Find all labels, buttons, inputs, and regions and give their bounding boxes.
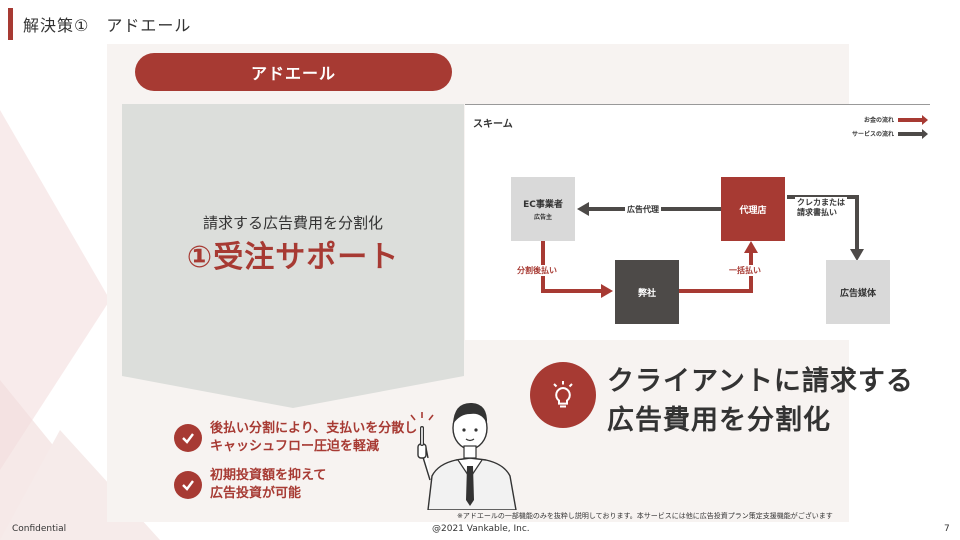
flow-label-lump-payment: 一括払い (727, 265, 763, 276)
agency-label: 代理店 (739, 205, 767, 216)
flow-label-ad-agency: 広告代理 (625, 204, 661, 215)
benefit-item: 後払い分割により、支払いを分散し キャッシュフロー圧迫を軽減 (174, 420, 417, 456)
benefit-line2: キャッシュフロー圧迫を軽減 (210, 439, 380, 454)
headline-line1: クライアントに請求する (607, 366, 914, 397)
ad-media-box: 広告媒体 (826, 260, 890, 324)
feature-title: ①受注サポート (186, 240, 400, 275)
businessman-illustration (410, 402, 517, 510)
ec-operator-box: EC事業者 広告主 (511, 177, 575, 241)
flow-label-split-payment: 分割後払い (515, 265, 559, 276)
product-name-pill: アドエール (135, 53, 452, 91)
scheme-title: スキーム (473, 119, 513, 130)
check-icon (174, 424, 202, 452)
legend-money-label: お金の流れ (863, 117, 894, 124)
copyright: @2021 Vankable, Inc. (432, 524, 530, 534)
agency-box: 代理店 (721, 177, 785, 241)
legend-service-flow: サービスの流れ (851, 128, 928, 139)
company-box: 弊社 (615, 260, 679, 324)
title-accent-bar (8, 8, 13, 40)
flow-label-credit-line2: 請求書払い (797, 208, 837, 217)
slide-header: 解決策① アドエール (8, 8, 191, 40)
check-icon (174, 471, 202, 499)
legend-service-label: サービスの流れ (851, 131, 894, 138)
ec-operator-label: EC事業者 (523, 200, 563, 210)
benefit-item: 初期投資額を抑えて 広告投資が可能 (174, 467, 326, 503)
slide-title: 解決策① アドエール (23, 16, 192, 35)
flow-label-credit-line1: クレカまたは (797, 198, 845, 207)
ad-media-label: 広告媒体 (839, 288, 876, 299)
flow-label-credit: クレカまたは 請求書払い (795, 197, 847, 219)
scheme-diagram: スキーム お金の流れ サービスの流れ EC事業者 広告主 代理店 弊社 広告媒体… (465, 104, 930, 340)
benefit-line1: 後払い分割により、支払いを分散し (210, 421, 418, 436)
headline-line2: 広告費用を分割化 (607, 405, 831, 436)
legend-service-arrow-icon (898, 128, 928, 139)
legend-money-arrow-icon (898, 114, 928, 125)
company-label: 弊社 (637, 288, 656, 299)
page-number: 7 (944, 524, 950, 534)
feature-chevron-shape (122, 104, 464, 408)
lightbulb-icon (553, 381, 573, 408)
confidential-label: Confidential (12, 524, 67, 534)
footnote: ※アドエールの一部機能のみを抜粋し説明しております。本サービスには他に広告投資プ… (457, 512, 833, 520)
feature-subtitle: 請求する広告費用を分割化 (202, 214, 383, 232)
lightbulb-badge (530, 362, 596, 428)
benefit-line1: 初期投資額を抑えて (210, 468, 327, 483)
ec-operator-sub: 広告主 (533, 214, 552, 221)
benefit-line2: 広告投資が可能 (210, 486, 302, 501)
legend-money-flow: お金の流れ (863, 114, 928, 125)
